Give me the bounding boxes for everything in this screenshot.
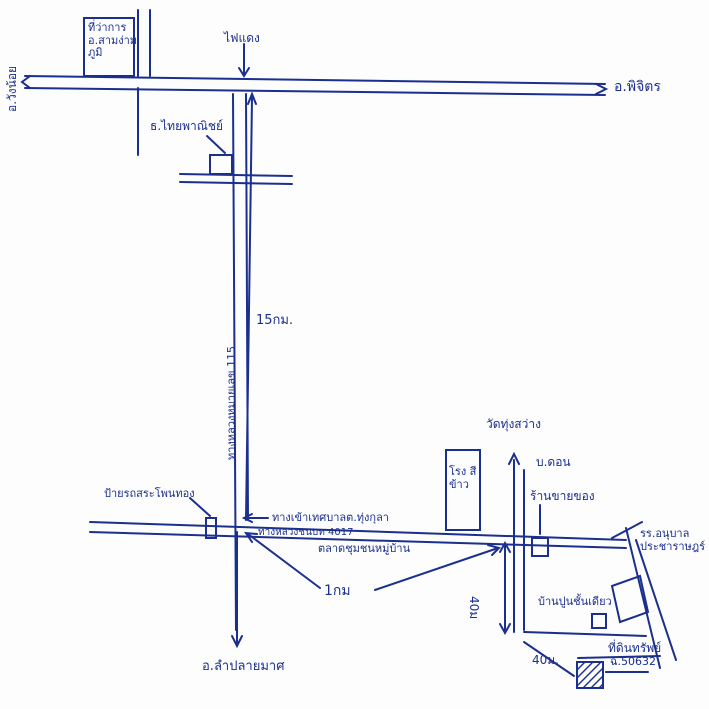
dim-40m-horizontal [523,641,575,677]
distance-40m-horizontal-label: 40ม. [532,653,559,667]
top-road-upper-edge [24,75,606,85]
bank-road-lower-edge [179,181,293,185]
bottom-district-label: อ.ลำปลายมาศ [202,659,285,674]
school-box [610,574,650,624]
bus-stop-label: ป้ายรถสระโพนทอง [104,487,195,500]
top-road-lower-edge [24,87,606,96]
distance-40m-vertical-label: 40ม [467,596,481,620]
turn-pointer-head [241,513,253,523]
school-label: รร.อนุบาล ประชาราษฎร์ [640,527,706,553]
market-area-label: ตลาดชุมชนหมู่บ้าน [318,542,411,555]
left-district-label: อ.วังน้อย [5,65,19,112]
bank-road-upper-edge [179,173,293,177]
lower-road-lower-edge [89,531,627,549]
top-junction-pointer-head [238,67,250,78]
dim-40m-vertical-arrow-top [499,540,511,553]
bank-label: ธ.ไทยพาณิชย์ [150,119,224,133]
km-pointer-left-head [244,531,258,543]
bus-stop-pointer [189,497,211,517]
office-box [83,17,135,77]
top-right-district-label: อ.พิจิตร [614,79,661,95]
house-box [591,613,607,629]
distance-lower-label: 1กม [324,583,351,599]
temple-road-up-arrow [508,451,520,465]
house-label: บ้านปูนชั้นเดียว [538,595,612,608]
km-pointer-right-head [487,544,501,556]
dim-40m-vertical-arrow-bottom [499,623,511,636]
diagonal-road-edge-b [635,539,677,661]
rice-mill-label: โรง สีข้าว [449,465,477,491]
top-road-right-arrow [595,83,609,95]
property-box [576,661,604,689]
turn-junction-label: ทางเข้าเทศบาลต.ทุ่งกุลา [272,511,389,524]
main-road-up-arrow [247,91,257,105]
top-junction-label: ไฟแดง [224,31,260,45]
bank-pointer [206,135,226,154]
top-road-left-arrow [20,75,31,89]
store-box [531,537,549,557]
rice-mill-box [445,449,481,531]
bank-box [209,154,233,175]
property-hatching [576,661,604,689]
store-label: ร้านขายของ [530,489,595,503]
shop-top-label: บ.ดอน [536,455,571,469]
distance-vertical-label: 15กม. [256,313,294,328]
diagonal-road-top [611,521,643,539]
km-pointer-left [247,533,321,589]
local-road-label: ทางหลวงชนบท 4017 [258,527,354,538]
bottom-road-edge [523,631,647,637]
bus-stop-marker [205,517,217,539]
main-road-direction-line [245,97,253,521]
office-label: ที่ว่าการ อ.สามง่าม ภูมิ [88,21,138,60]
property-label: ที่ดินทรัพย์ [608,641,662,655]
km-pointer-right [374,547,499,591]
diagonal-road-edge-a [625,527,661,669]
property-id-label: ฉ.50632 [610,655,656,668]
main-road-label: ทางหลวงหมายเลข 115 [225,346,238,460]
temple-label: วัดทุ่งสว่าง [486,417,541,431]
main-road-down-arrow [231,635,243,649]
property-road-edge [577,655,661,659]
